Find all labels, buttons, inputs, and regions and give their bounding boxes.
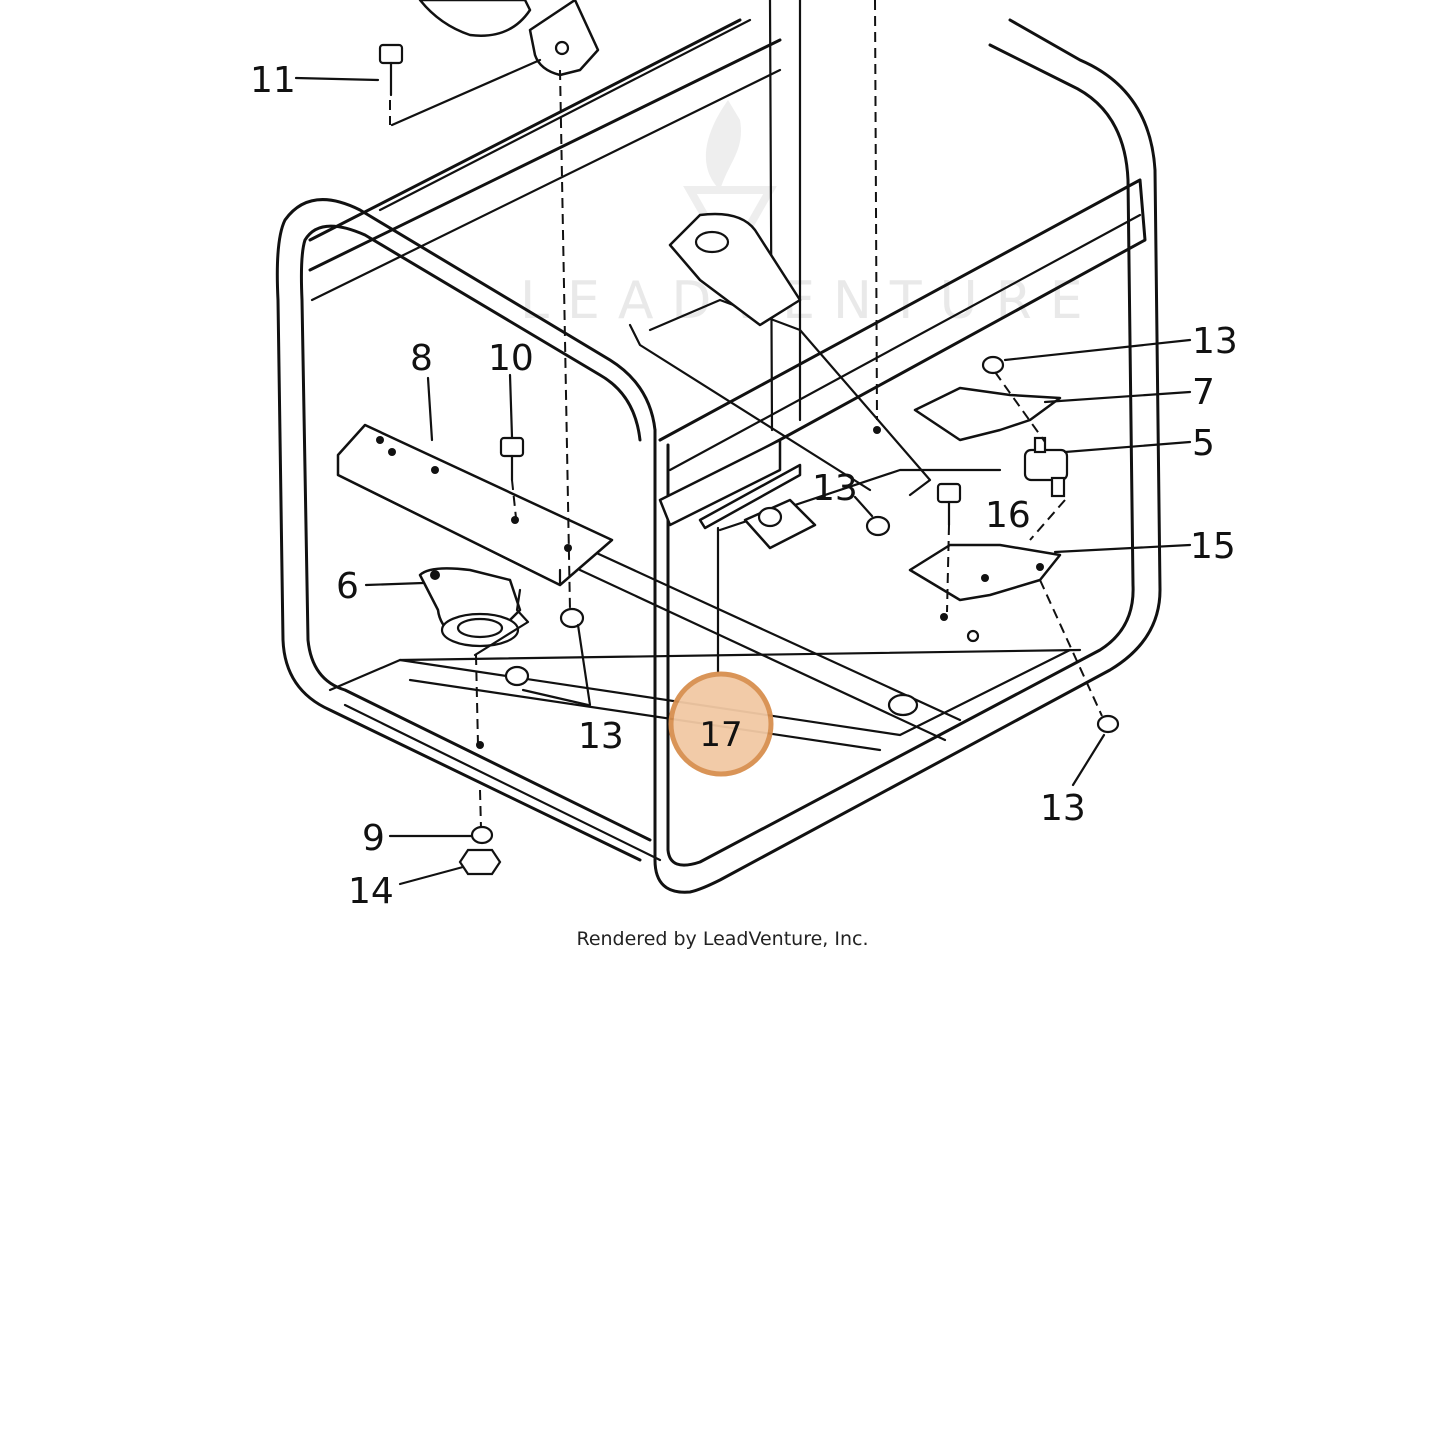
- assembly-lines: [389, 0, 1103, 829]
- callout-13-bottom-right[interactable]: 13: [1040, 788, 1086, 829]
- callout-labels: 11 8 10 6 13 13 13 13 7 5 16 15 13 9 14: [250, 60, 1238, 912]
- callout-8[interactable]: 8: [410, 338, 433, 379]
- callout-7[interactable]: 7: [1192, 372, 1215, 413]
- part-channel-17[interactable]: [658, 438, 817, 550]
- callout-10[interactable]: 10: [488, 338, 534, 379]
- part-rear-mount[interactable]: [668, 212, 802, 327]
- callout-11[interactable]: 11: [250, 60, 296, 101]
- callout-17-label: 17: [699, 715, 742, 755]
- callout-14[interactable]: 14: [348, 871, 394, 912]
- callout-13-top-right[interactable]: 13: [1192, 321, 1238, 362]
- leader-lines: [294, 76, 1192, 886]
- frame: [275, 0, 1162, 894]
- callout-5[interactable]: 5: [1192, 423, 1215, 464]
- hardware: [378, 43, 1120, 876]
- part-plate-15[interactable]: [908, 543, 1062, 602]
- part-mount-plate-8[interactable]: [336, 423, 614, 587]
- render-credit: Rendered by LeadVenture, Inc.: [576, 928, 869, 950]
- callout-6[interactable]: 6: [336, 566, 359, 607]
- callout-13-left[interactable]: 13: [578, 716, 624, 757]
- callout-13-center[interactable]: 13: [812, 468, 858, 509]
- part-engine-mount-6[interactable]: [418, 567, 522, 648]
- part-bracket-7[interactable]: [913, 386, 1062, 442]
- part-top-bracket[interactable]: [418, 0, 600, 77]
- highlighted-callout-17[interactable]: 17: [668, 671, 774, 777]
- watermark-text: LEADVENTURE: [520, 271, 1101, 331]
- part-isolator-5[interactable]: [1023, 436, 1069, 498]
- callout-15[interactable]: 15: [1190, 526, 1236, 567]
- callout-9[interactable]: 9: [362, 818, 385, 859]
- callout-16[interactable]: 16: [985, 495, 1031, 536]
